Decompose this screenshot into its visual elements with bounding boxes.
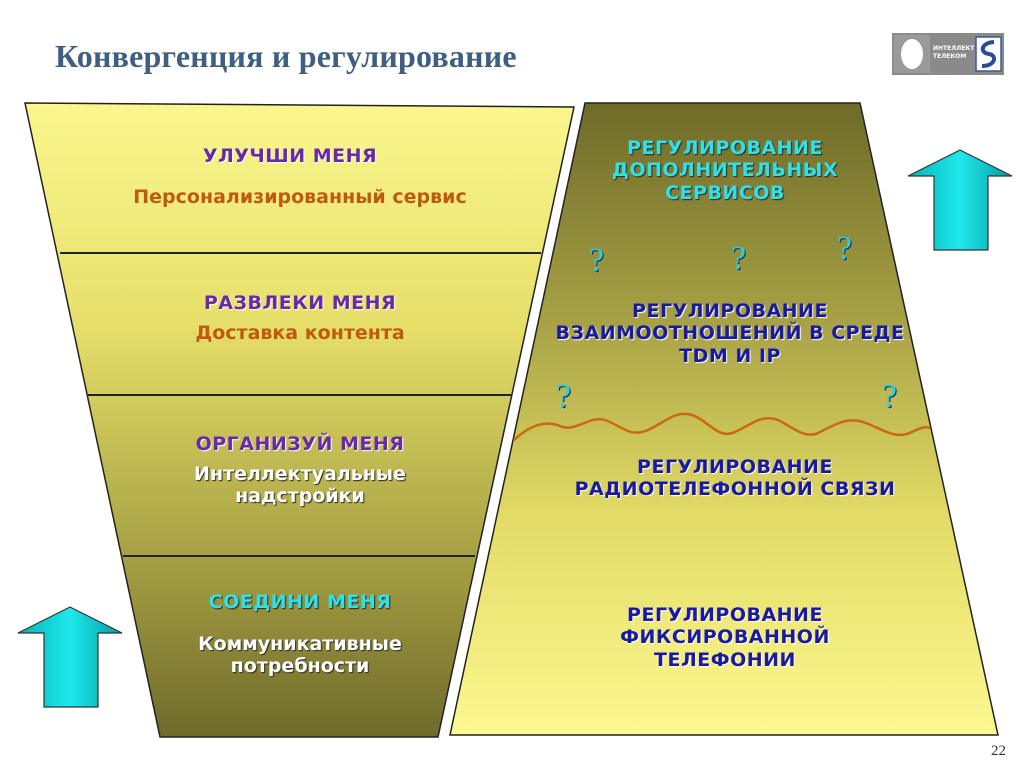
page-title: Конвергенция и регулирование xyxy=(55,38,517,74)
funnel-heading-4: СОЕДИНИ МЕНЯ xyxy=(208,591,392,613)
question-mark-2: ? xyxy=(731,240,747,277)
up-arrow-right-icon xyxy=(907,149,1013,251)
funnel-subtitle-3-text: Интеллектуальные надстройки xyxy=(194,463,406,508)
funnel-subtitle-3: Интеллектуальные надстройки xyxy=(140,463,460,508)
regulation-label-2: РЕГУЛИРОВАНИЕ ВЗАИМООТНОШЕНИЙ В СРЕДЕ TD… xyxy=(555,300,905,367)
logo-text-line2: ТЕЛЕКОМ xyxy=(933,53,966,60)
up-arrow-left-icon xyxy=(17,606,123,708)
funnel-subtitle-4-text: Коммуникативные потребности xyxy=(198,633,402,678)
question-mark-4: ? xyxy=(556,378,572,415)
regulation-label-1: РЕГУЛИРОВАНИЕ ДОПОЛНИТЕЛЬНЫХ СЕРВИСОВ xyxy=(611,137,839,204)
page-number: 22 xyxy=(991,743,1006,759)
funnel-subtitle-1-text: Персонализированный сервис xyxy=(133,186,467,208)
question-mark-3: ? xyxy=(837,230,853,267)
question-mark-5: ? xyxy=(882,378,898,415)
wavy-boundary xyxy=(513,412,931,441)
funnel-heading-3: ОРГАНИЗУЙ МЕНЯ xyxy=(195,433,405,455)
question-mark-1: ? xyxy=(589,242,605,279)
right-block xyxy=(449,102,999,736)
regulation-label-3: РЕГУЛИРОВАНИЕ РАДИОТЕЛЕФОННОЙ СВЯЗИ xyxy=(574,456,896,501)
funnel-heading-1: УЛУЧШИ МЕНЯ xyxy=(202,145,378,167)
logo-text-line1: ИНТЕЛЛЕКТ xyxy=(933,45,975,52)
funnel-subtitle-1: Персонализированный сервис xyxy=(110,186,490,208)
funnel-subtitle-2: Доставка контента xyxy=(195,322,405,344)
company-logo: ИНТЕЛЛЕКТ ТЕЛЕКОМ xyxy=(892,33,1004,75)
egg-logo-icon xyxy=(901,39,923,69)
regulation-label-4: РЕГУЛИРОВАНИЕ ФИКСИРОВАННОЙ ТЕЛЕФОНИИ xyxy=(620,604,830,671)
funnel-subtitle-4: Коммуникативные потребности xyxy=(150,633,450,678)
funnel-heading-2: РАЗВЛЕКИ МЕНЯ xyxy=(203,292,397,314)
left-funnel xyxy=(24,102,575,738)
